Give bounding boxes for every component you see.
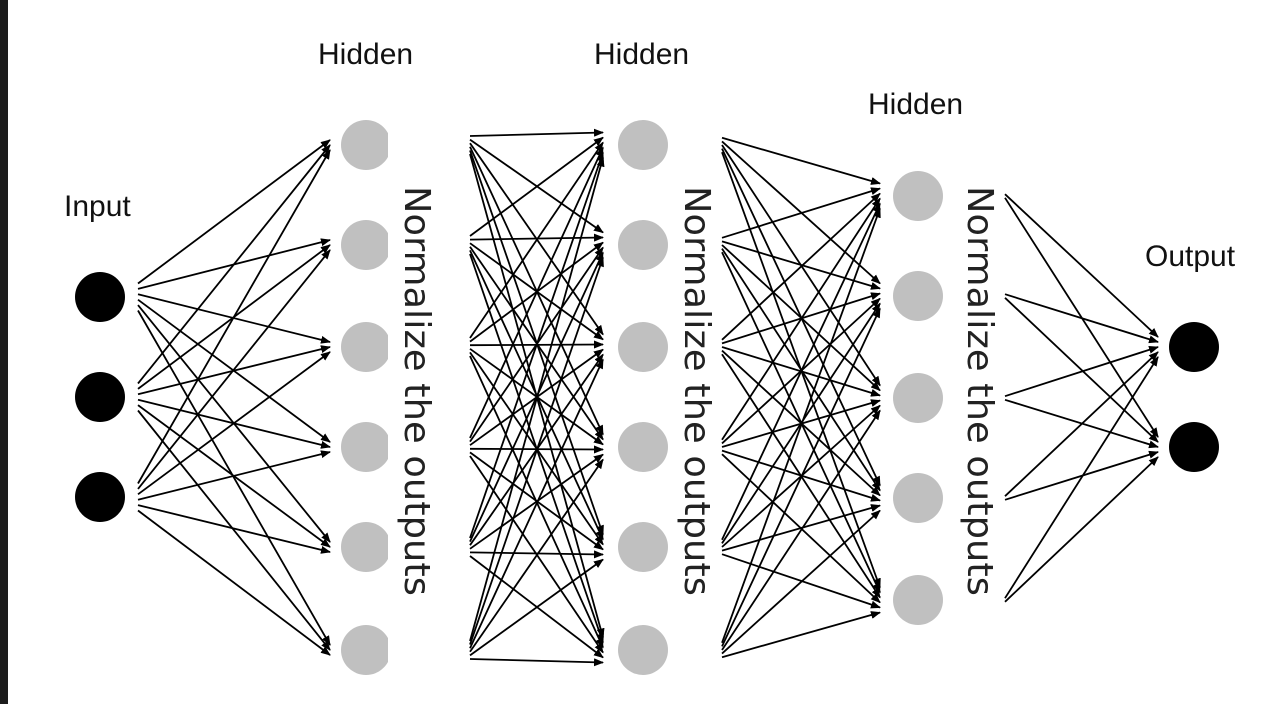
connection-input-1-to-hidden1-1: [137, 139, 331, 285]
hidden2-node-6: [618, 625, 668, 675]
connection-hidden1-1-to-hidden2-1: [469, 128, 604, 137]
connection-input-2-to-hidden1-6: [137, 409, 331, 651]
connection-hidden2-6-to-hidden3-4: [721, 509, 881, 655]
input-node-1: [75, 272, 125, 322]
hidden1-node-5: [341, 522, 391, 572]
hidden1-node-4: [341, 422, 391, 472]
connection-hidden2-6-to-hidden3-5: [721, 611, 881, 659]
connection-input-3-to-hidden1-6: [137, 509, 331, 656]
connection-input-3-to-hidden1-2: [137, 249, 331, 490]
connection-hidden1-5-to-hidden2-4: [469, 453, 604, 550]
node-clip-mask: [388, 219, 396, 271]
hidden1-node-1: [341, 120, 391, 170]
connection-hidden1-4-to-hidden2-1: [469, 146, 604, 439]
connection-hidden2-1-to-hidden3-1: [721, 136, 881, 185]
output-node-1: [1169, 322, 1219, 372]
connection-hidden2-6-to-hidden3-3: [721, 409, 881, 651]
connection-hidden1-6-to-hidden2-3: [469, 358, 604, 649]
connection-hidden2-5-to-hidden3-1: [721, 202, 881, 541]
connection-input-3-to-hidden1-4: [137, 450, 331, 501]
connection-hidden2-6-to-hidden3-1: [721, 207, 881, 644]
connection-hidden3-4-to-output-2: [1004, 450, 1159, 501]
node-clip-mask: [388, 421, 396, 473]
hidden3-node-5: [893, 575, 943, 625]
connection-hidden1-5-to-hidden2-5: [469, 550, 604, 559]
connection-input-3-to-hidden1-5: [137, 504, 331, 554]
connection-hidden2-6-to-hidden3-2: [721, 307, 881, 647]
connection-hidden2-4-to-hidden3-1: [721, 197, 881, 441]
connection-hidden1-6-to-hidden2-6: [469, 658, 604, 667]
hidden2-node-3: [618, 322, 668, 372]
connection-hidden1-3-to-hidden2-1: [469, 141, 604, 339]
hidden2-node-1: [618, 120, 668, 170]
hidden1-node-3: [341, 322, 391, 372]
hidden3-node-4: [893, 473, 943, 523]
connection-hidden3-4-to-output-1: [1004, 351, 1159, 497]
layer-label-hidden1: Hidden: [318, 38, 413, 71]
node-clip-mask: [388, 624, 396, 676]
connection-input-3-to-hidden1-3: [137, 351, 331, 496]
node-clip-mask: [388, 119, 396, 171]
connection-hidden3-5-to-output-2: [1004, 456, 1159, 603]
connection-hidden1-5-to-hidden2-1: [469, 151, 604, 539]
hidden1-node-6: [341, 625, 391, 675]
connection-hidden2-2-to-hidden3-2: [721, 240, 881, 290]
connection-hidden3-1-to-output-1: [1004, 193, 1159, 338]
layer-label-output: Output: [1145, 240, 1236, 273]
node-clip-mask: [388, 321, 396, 373]
connections-group: [137, 128, 1159, 667]
output-node-2: [1169, 422, 1219, 472]
hidden2-node-5: [618, 522, 668, 572]
input-node-3: [75, 472, 125, 522]
connection-input-2-to-hidden1-1: [137, 144, 331, 385]
hidden2-node-2: [618, 220, 668, 270]
hidden3-node-3: [893, 373, 943, 423]
connection-hidden1-6-to-hidden2-2: [469, 256, 604, 645]
node-clip-mask: [388, 521, 396, 573]
hidden3-node-1: [893, 171, 943, 221]
layer-label-hidden3: Hidden: [868, 88, 963, 121]
connection-hidden1-6-to-hidden2-1: [469, 156, 605, 642]
window-edge-strip: [0, 0, 8, 704]
hidden1-node-2: [341, 220, 391, 270]
connection-hidden2-2-to-hidden3-1: [721, 187, 881, 239]
connection-hidden1-6-to-hidden2-4: [469, 458, 604, 653]
layer-label-input: Input: [64, 190, 131, 223]
input-node-2: [75, 372, 125, 422]
hidden2-node-4: [618, 422, 668, 472]
connection-hidden1-6-to-hidden2-5: [469, 558, 604, 657]
connection-hidden3-2-to-output-1: [1004, 293, 1159, 344]
connection-input-3-to-hidden1-1: [137, 149, 331, 484]
connection-hidden2-5-to-hidden3-4: [721, 504, 881, 552]
connection-hidden3-5-to-output-1: [1004, 356, 1159, 599]
normalize-label-hidden3: Normalize the outputs: [959, 186, 1000, 596]
normalize-label-hidden1: Normalize the outputs: [396, 186, 437, 596]
normalize-label-hidden2: Normalize the outputs: [676, 186, 717, 596]
connection-hidden3-2-to-output-2: [1004, 297, 1159, 443]
connection-hidden3-3-to-output-1: [1004, 345, 1159, 398]
hidden3-node-2: [893, 271, 943, 321]
layer-label-hidden2: Hidden: [594, 38, 689, 71]
connection-hidden2-3-to-hidden3-1: [721, 192, 881, 341]
connection-hidden1-2-to-hidden2-1: [469, 136, 604, 237]
connection-input-1-to-hidden1-6: [137, 310, 331, 646]
nodes-group: [75, 119, 1219, 676]
